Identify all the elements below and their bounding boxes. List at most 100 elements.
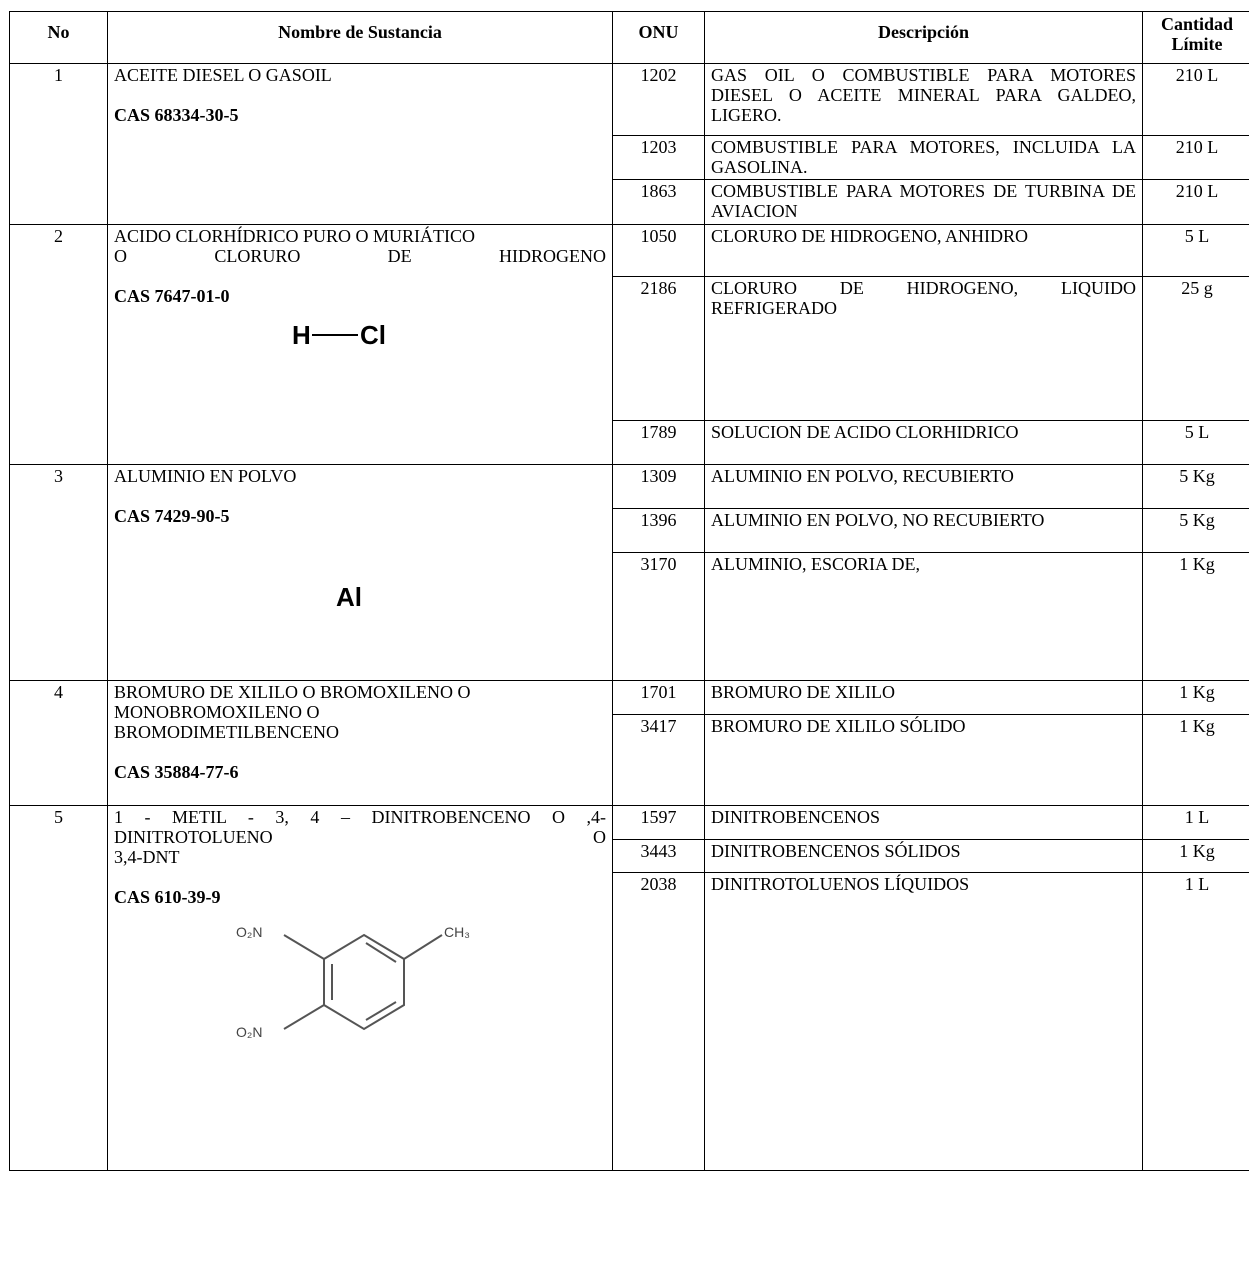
row-number: 5 [9, 805, 108, 1171]
table-row: 3417 BROMURO DE XILILO SÓLIDO 1 Kg [10, 714, 1249, 806]
quantity-limit: 5 Kg [1142, 508, 1249, 553]
onu-code: 2186 [612, 276, 705, 421]
substituent-bond [283, 934, 325, 960]
table-row: 1789 SOLUCION DE ACIDO CLORHIDRICO 5 L [10, 420, 1249, 465]
quantity-limit: 1 L [1142, 805, 1249, 840]
row-number: 2 [9, 224, 108, 465]
table-row: 4 BROMURO DE XILILO O BROMOXILENO O MONO… [9, 680, 1249, 806]
quantity-limit: 25 g [1142, 276, 1249, 421]
table-row: 1203 COMBUSTIBLE PARA MOTORES, INCLUIDA … [10, 135, 1249, 180]
onu-code: 1789 [612, 420, 705, 465]
onu-code: 1597 [612, 805, 705, 840]
cas-number: CAS 7647-01-0 [114, 286, 230, 306]
double-bond-line [365, 1001, 397, 1021]
benzene-ring [323, 933, 405, 1031]
onu-code: 1309 [612, 464, 705, 509]
substances-table: No Nombre de Sustancia ONU Descripción C… [9, 11, 1249, 1171]
onu-code: 1203 [612, 135, 705, 180]
substituent-bond [403, 934, 443, 960]
description: ALUMINIO EN POLVO, RECUBIERTO [704, 464, 1143, 509]
table-row: 5 1 - METIL - 3, 4 – DINITROBENCENO O ,4… [9, 805, 1249, 1171]
cas-number: CAS 68334-30-5 [114, 105, 239, 125]
header-name: Nombre de Sustancia [107, 11, 613, 64]
substance-name: BROMURO DE XILILO O BROMOXILENO O [114, 682, 471, 702]
onu-code: 3170 [612, 552, 705, 681]
substance-name-cell: ACEITE DIESEL O GASOIL CAS 68334-30-5 [107, 63, 613, 225]
dinitrotoluene-structure: O₂N O₂N CH₃ [236, 924, 470, 1040]
substance-name: BROMODIMETILBENCENO [114, 722, 339, 742]
table-row: 1 ACEITE DIESEL O GASOIL CAS 68334-30-5 … [9, 63, 1249, 225]
substance-name: ALUMINIO EN POLVO [114, 466, 297, 486]
substituent-label: CH₃ [444, 924, 470, 940]
substance-name-cell: BROMURO DE XILILO O BROMOXILENO O MONOBR… [107, 680, 613, 806]
header-row: No Nombre de Sustancia ONU Descripción C… [9, 11, 1249, 64]
double-bond-line [365, 942, 397, 963]
substance-name: MONOBROMOXILENO O [114, 702, 320, 722]
onu-code: 1863 [612, 179, 705, 225]
onu-code: 1202 [612, 63, 705, 136]
description: BROMURO DE XILILO SÓLIDO [704, 714, 1143, 806]
atom-symbol: Al [336, 582, 362, 612]
aluminium-symbol: Al [336, 582, 362, 612]
substance-name: DINITROTOLUENO O [114, 827, 606, 847]
quantity-limit: 1 Kg [1142, 680, 1249, 715]
table-row: 2038 DINITROTOLUENOS LÍQUIDOS 1 L [10, 872, 1249, 1171]
quantity-limit: 1 Kg [1142, 552, 1249, 681]
onu-code: 1396 [612, 508, 705, 553]
onu-code: 2038 [612, 872, 705, 1171]
substance-name: O CLORURO DE HIDROGENO [114, 246, 606, 266]
quantity-limit: 1 Kg [1142, 714, 1249, 806]
quantity-limit: 210 L [1142, 63, 1249, 136]
description: BROMURO DE XILILO [704, 680, 1143, 715]
substance-name-cell: ALUMINIO EN POLVO CAS 7429-90-5 Al [107, 464, 613, 681]
description: COMBUSTIBLE PARA MOTORES, INCLUIDA LA GA… [704, 135, 1143, 180]
atom-symbol: H [292, 320, 311, 350]
header-quantity-limit: Cantidad Límite [1142, 11, 1249, 64]
substituent-label: O₂N [236, 924, 262, 940]
description: ALUMINIO, ESCORIA DE, [704, 552, 1143, 681]
substance-name: ACIDO CLORHÍDRICO PURO O MURIÁTICO [114, 226, 476, 246]
cas-number: CAS 7429-90-5 [114, 506, 230, 526]
description: CLORURO DE HIDROGENO, ANHIDRO [704, 224, 1143, 277]
substituent-bond [283, 1004, 325, 1030]
header-no: No [9, 11, 108, 64]
quantity-limit: 5 Kg [1142, 464, 1249, 509]
substance-name-cell: 1 - METIL - 3, 4 – DINITROBENCENO O ,4- … [107, 805, 613, 1171]
quantity-limit: 5 L [1142, 420, 1249, 465]
substance-name: 1 - METIL - 3, 4 – DINITROBENCENO O ,4- [114, 807, 606, 827]
hcl-structure: H Cl [292, 320, 386, 350]
cas-number: CAS 35884-77-6 [114, 762, 239, 782]
description: CLORURO DE HIDROGENO, LIQUIDO REFRIGERAD… [704, 276, 1143, 421]
header-description: Descripción [704, 11, 1143, 64]
description: ALUMINIO EN POLVO, NO RECUBIERTO [704, 508, 1143, 553]
substance-name: 3,4-DNT [114, 847, 180, 867]
table-row: 3 ALUMINIO EN POLVO CAS 7429-90-5 Al 130… [9, 464, 1249, 681]
substance-name-cell: ACIDO CLORHÍDRICO PURO O MURIÁTICO O CLO… [107, 224, 613, 465]
table-row: 2186 CLORURO DE HIDROGENO, LIQUIDO REFRI… [10, 276, 1249, 421]
quantity-limit: 210 L [1142, 135, 1249, 180]
table-row: 2 ACIDO CLORHÍDRICO PURO O MURIÁTICO O C… [9, 224, 1249, 465]
description: GAS OIL O COMBUSTIBLE PARA MOTORES DIESE… [704, 63, 1143, 136]
description: DINITROBENCENOS SÓLIDOS [704, 839, 1143, 873]
substance-name: ACEITE DIESEL O GASOIL [114, 65, 332, 85]
quantity-limit: 1 L [1142, 872, 1249, 1171]
row-number: 1 [9, 63, 108, 225]
quantity-limit: 1 Kg [1142, 839, 1249, 873]
substituent-label: O₂N [236, 1024, 262, 1040]
row-number: 3 [9, 464, 108, 681]
description: COMBUSTIBLE PARA MOTORES DE TURBINA DE A… [704, 179, 1143, 225]
description: DINITROTOLUENOS LÍQUIDOS [704, 872, 1143, 1171]
description: DINITROBENCENOS [704, 805, 1143, 840]
row-number: 4 [9, 680, 108, 806]
description: SOLUCION DE ACIDO CLORHIDRICO [704, 420, 1143, 465]
onu-code: 1701 [612, 680, 705, 715]
header-onu: ONU [612, 11, 705, 64]
quantity-limit: 5 L [1142, 224, 1249, 277]
atom-symbol: Cl [360, 320, 386, 350]
onu-code: 1050 [612, 224, 705, 277]
table-row: 3170 ALUMINIO, ESCORIA DE, 1 Kg [10, 552, 1249, 681]
onu-code: 3443 [612, 839, 705, 873]
quantity-limit: 210 L [1142, 179, 1249, 225]
onu-code: 3417 [612, 714, 705, 806]
cas-number: CAS 610-39-9 [114, 887, 221, 907]
